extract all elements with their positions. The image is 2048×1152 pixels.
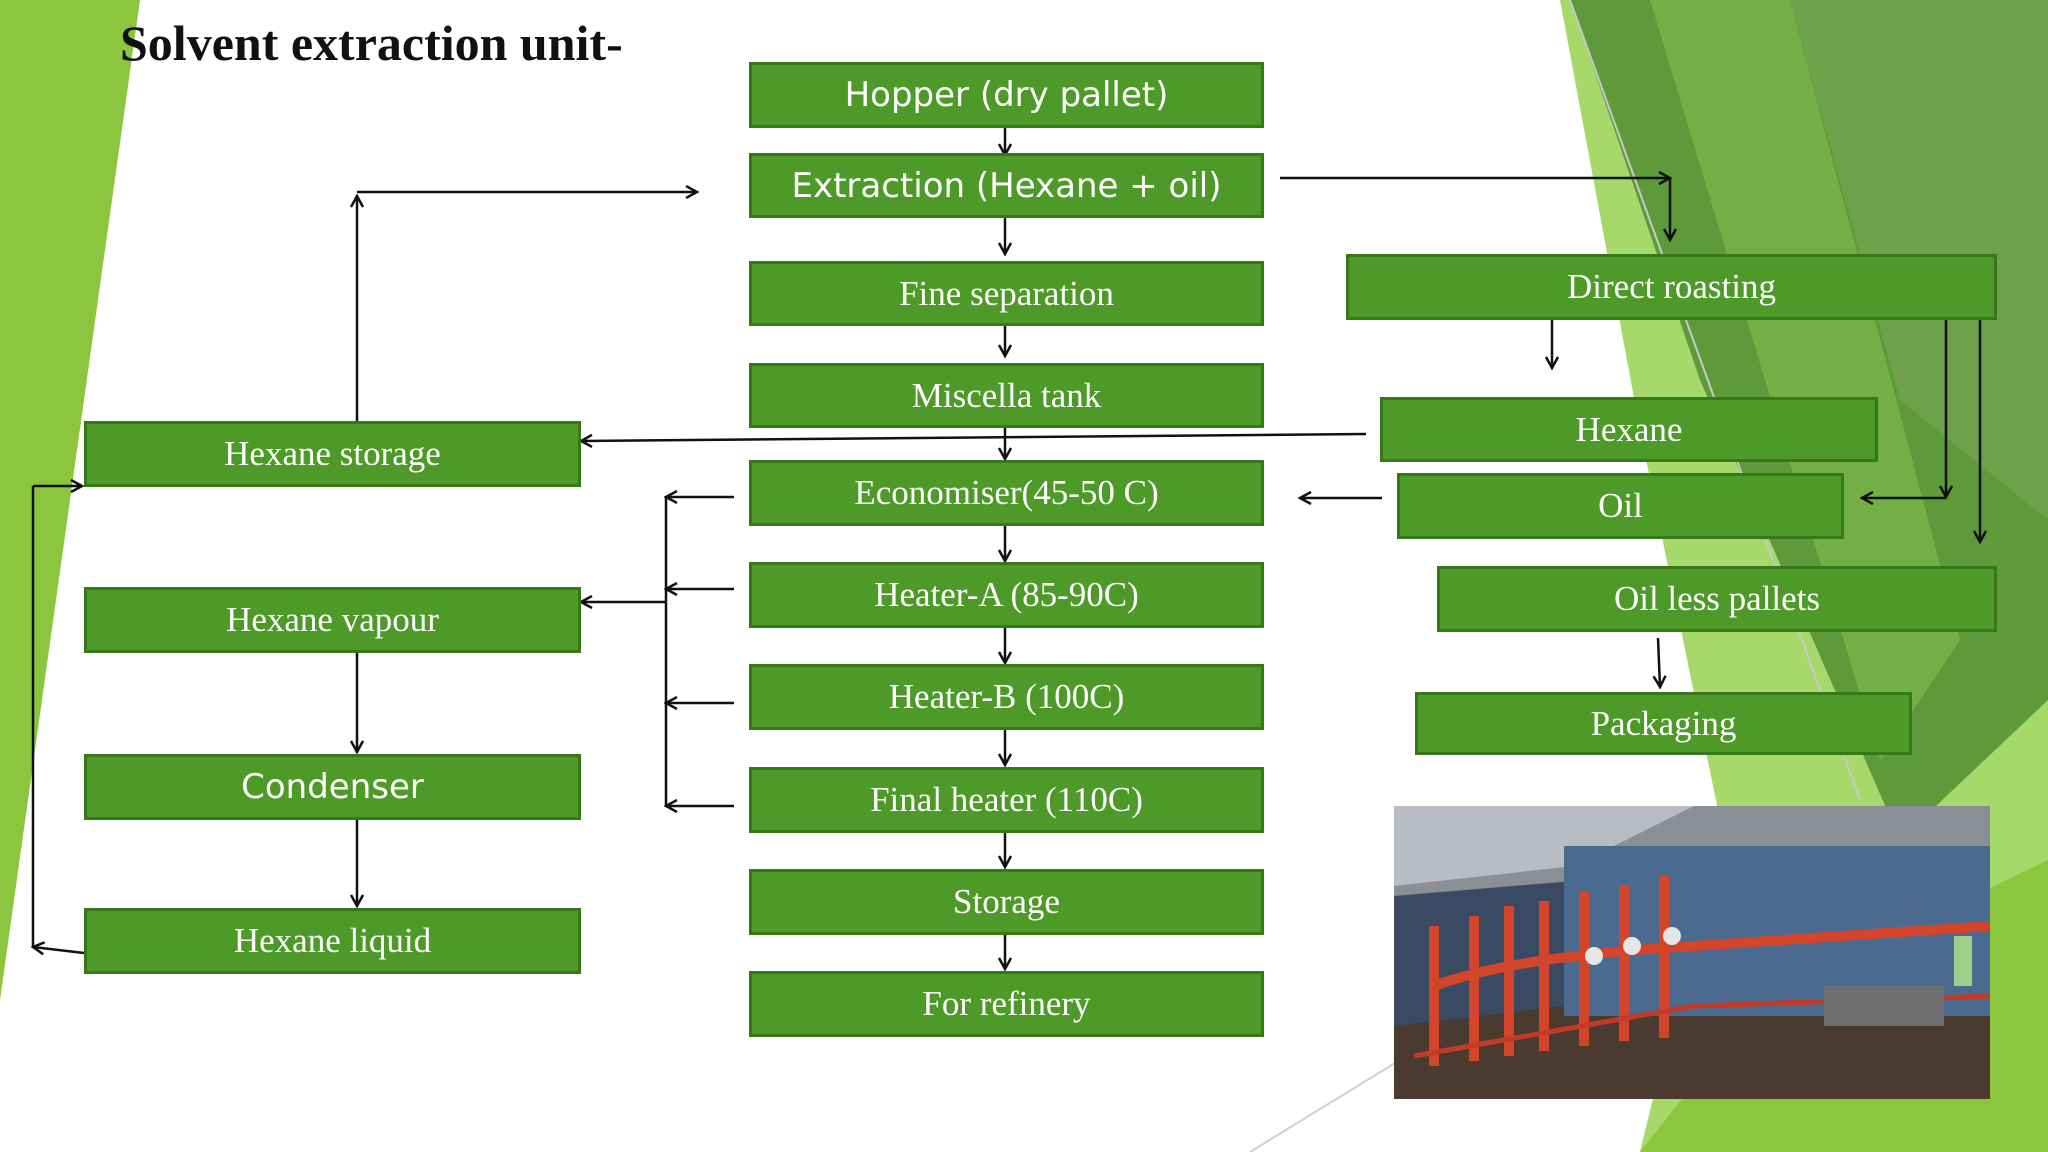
plant-photo-illustration: [1394, 806, 1990, 1099]
final-heater-box: Final heater (110C): [749, 767, 1264, 833]
arrow-hexane-storage: [581, 432, 1367, 441]
hexane-liquid-box: Hexane liquid: [84, 908, 581, 974]
slide-title: Solvent extraction unit-: [120, 15, 623, 71]
arrow-oilless-packaging: [1658, 637, 1660, 687]
hopper-box: Hopper (dry pallet): [749, 62, 1264, 128]
left-green-stripe: [0, 0, 140, 1000]
fine-separation-box: Fine separation: [749, 261, 1264, 326]
extraction-box: Extraction (Hexane + oil): [749, 153, 1264, 218]
heater-a-box: Heater-A (85-90C): [749, 562, 1264, 628]
direct-roasting-box: Direct roasting: [1346, 254, 1997, 320]
hexane-vapour-box: Hexane vapour: [84, 587, 581, 653]
thin-gray-line-2: [1249, 1059, 1401, 1152]
condenser-box: Condenser: [84, 754, 581, 820]
for-refinery-box: For refinery: [749, 971, 1264, 1037]
miscella-tank-box: Miscella tank: [749, 363, 1264, 428]
arrow-liquid-left: [33, 947, 85, 953]
oil-less-pallets-box: Oil less pallets: [1437, 566, 1997, 632]
oil-box: Oil: [1397, 473, 1844, 539]
heater-b-box: Heater-B (100C): [749, 664, 1264, 730]
hexane-storage-box: Hexane storage: [84, 421, 581, 487]
hexane-box: Hexane: [1380, 397, 1878, 462]
plant-photo: [1394, 806, 1990, 1099]
packaging-box: Packaging: [1415, 692, 1912, 755]
storage-box: Storage: [749, 869, 1264, 935]
economiser-box: Economiser(45-50 C): [749, 460, 1264, 526]
